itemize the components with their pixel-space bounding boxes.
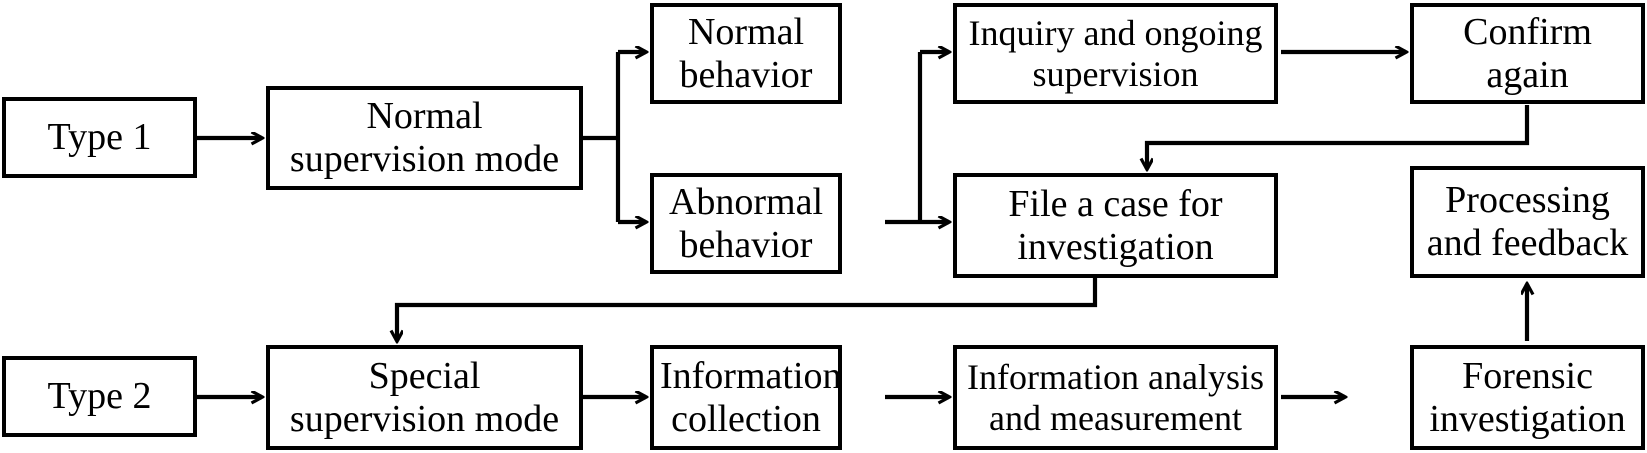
node-normal-behavior-label: Normal behavior [679, 10, 813, 96]
node-information-collection-label: Information collection [660, 354, 842, 440]
node-information-collection[interactable]: Information collection [650, 345, 842, 450]
node-forensic-investigation-label: Forensic investigation [1429, 354, 1626, 440]
node-normal-behavior[interactable]: Normal behavior [650, 3, 842, 104]
node-abnormal-behavior[interactable]: Abnormal behavior [650, 173, 842, 274]
edge-confirm-again-to-file-a-case [1147, 105, 1530, 169]
node-forensic-investigation[interactable]: Forensic investigation [1410, 345, 1645, 450]
node-type-1-label: Type 1 [47, 116, 152, 159]
node-inquiry-and-ongoing-supervision-label: Inquiry and ongoing supervision [968, 13, 1263, 94]
node-inquiry-and-ongoing-supervision[interactable]: Inquiry and ongoing supervision [953, 3, 1278, 104]
node-confirm-again-label: Confirm again [1463, 10, 1592, 96]
node-special-supervision-mode-label: Special supervision mode [289, 354, 560, 440]
node-type-2-label: Type 2 [47, 375, 152, 418]
node-information-analysis-and-measurement-label: Information analysis and measurement [967, 357, 1264, 438]
node-confirm-again[interactable]: Confirm again [1410, 3, 1645, 104]
node-information-analysis-and-measurement[interactable]: Information analysis and measurement [953, 345, 1278, 450]
node-file-a-case-for-investigation-label: File a case for investigation [1008, 182, 1223, 268]
node-special-supervision-mode[interactable]: Special supervision mode [266, 345, 583, 450]
node-type-1[interactable]: Type 1 [2, 97, 197, 178]
node-normal-supervision-mode[interactable]: Normal supervision mode [266, 86, 583, 190]
edge-file-a-case-to-special-mode [397, 278, 1098, 341]
node-normal-supervision-mode-label: Normal supervision mode [289, 95, 560, 180]
node-type-2[interactable]: Type 2 [2, 356, 197, 437]
node-processing-and-feedback-label: Processing and feedback [1426, 179, 1629, 264]
node-processing-and-feedback[interactable]: Processing and feedback [1410, 166, 1645, 278]
node-abnormal-behavior-label: Abnormal behavior [668, 180, 824, 266]
node-file-a-case-for-investigation[interactable]: File a case for investigation [953, 173, 1278, 278]
